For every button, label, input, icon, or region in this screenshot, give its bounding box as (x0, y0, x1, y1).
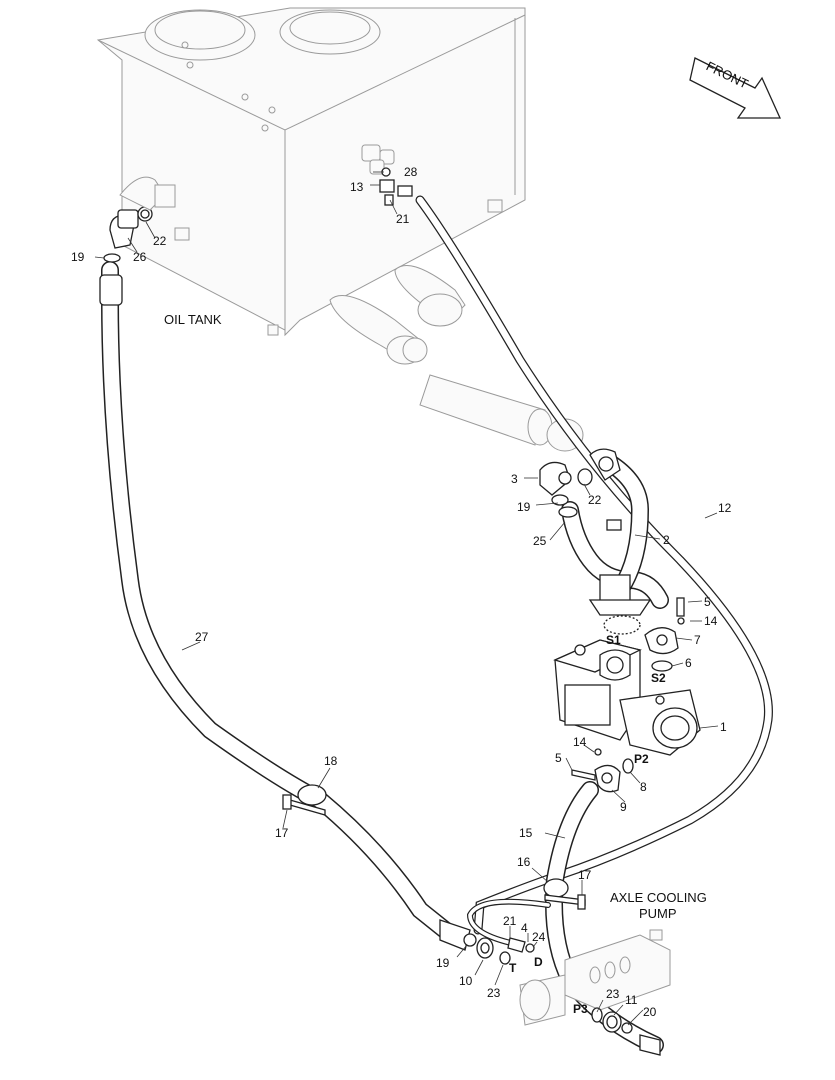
callout-22-top: 22 (153, 234, 167, 248)
main-pump (553, 639, 701, 756)
callout-17-right: 17 (578, 868, 592, 882)
callout-20: 20 (643, 1005, 657, 1019)
pipe-2 (588, 451, 652, 616)
callout-2: 2 (663, 533, 670, 547)
callout-16: 16 (517, 855, 531, 869)
callout-19-mid: 19 (517, 500, 531, 514)
callout-10: 10 (459, 974, 473, 988)
callout-19-top: 19 (71, 250, 85, 264)
callout-18: 18 (324, 754, 338, 768)
clamp-16 (543, 878, 586, 910)
callout-4: 4 (521, 921, 528, 935)
callout-17-left: 17 (275, 826, 289, 840)
port-d: D (534, 955, 543, 969)
callout-25: 25 (533, 534, 547, 548)
callout-27: 27 (195, 630, 209, 644)
port-p3: P3 (573, 1002, 588, 1016)
port-p2: P2 (634, 752, 649, 766)
axle-cooling-pump-label-line2: PUMP (639, 906, 677, 921)
leader-lines (94, 171, 719, 1026)
suction-pipes (329, 265, 584, 452)
callout-7: 7 (694, 633, 701, 647)
callout-13: 13 (350, 180, 364, 194)
callout-8: 8 (640, 780, 647, 794)
port-s1: S1 (606, 633, 621, 647)
axle-cooling-pump-label-line1: AXLE COOLING (610, 890, 707, 905)
oil-tank (96, 7, 526, 337)
callout-11: 11 (625, 993, 638, 1007)
callout-14-top: 14 (704, 614, 718, 628)
callout-5-top: 5 (704, 595, 711, 609)
port-s2: S2 (651, 671, 666, 685)
callout-23-right: 23 (606, 987, 620, 1001)
flange-7 (603, 597, 685, 672)
port-t: T (509, 961, 517, 975)
callout-23-left: 23 (487, 986, 501, 1000)
callout-3: 3 (511, 472, 518, 486)
flange-9-p2 (571, 748, 634, 793)
line-d (466, 898, 551, 948)
callout-28: 28 (404, 165, 418, 179)
fittings-t-d (439, 919, 535, 965)
callout-14-mid: 14 (573, 735, 587, 749)
axle-cooling-pump (519, 929, 671, 1026)
callouts: 28 13 21 22 26 19 3 22 19 25 2 12 5 14 7… (71, 165, 732, 1019)
fittings-p3 (591, 1007, 661, 1056)
front-arrow-icon (689, 57, 782, 119)
callout-21-bottom: 21 (503, 914, 517, 928)
callout-15: 15 (519, 826, 533, 840)
callout-19-bottom: 19 (436, 956, 450, 970)
hose-27 (101, 261, 454, 939)
callout-5-mid: 5 (555, 751, 562, 765)
hose-12 (415, 195, 773, 935)
callout-12: 12 (718, 501, 732, 515)
fitting-13-21-28 (379, 167, 413, 206)
port-labels: S1 S2 P2 T D P3 (509, 633, 666, 1016)
clamp-18 (282, 784, 327, 816)
callout-24: 24 (532, 930, 546, 944)
callout-9: 9 (620, 800, 627, 814)
callout-26: 26 (133, 250, 147, 264)
fitting-26-elbow (99, 176, 190, 306)
tank-breather-fittings (361, 144, 395, 175)
callout-6: 6 (685, 656, 692, 670)
callout-1: 1 (720, 720, 727, 734)
oil-tank-label: OIL TANK (164, 312, 222, 327)
callout-22-mid: 22 (588, 493, 602, 507)
fitting-3-elbow (539, 448, 621, 518)
callout-21-top: 21 (396, 212, 410, 226)
